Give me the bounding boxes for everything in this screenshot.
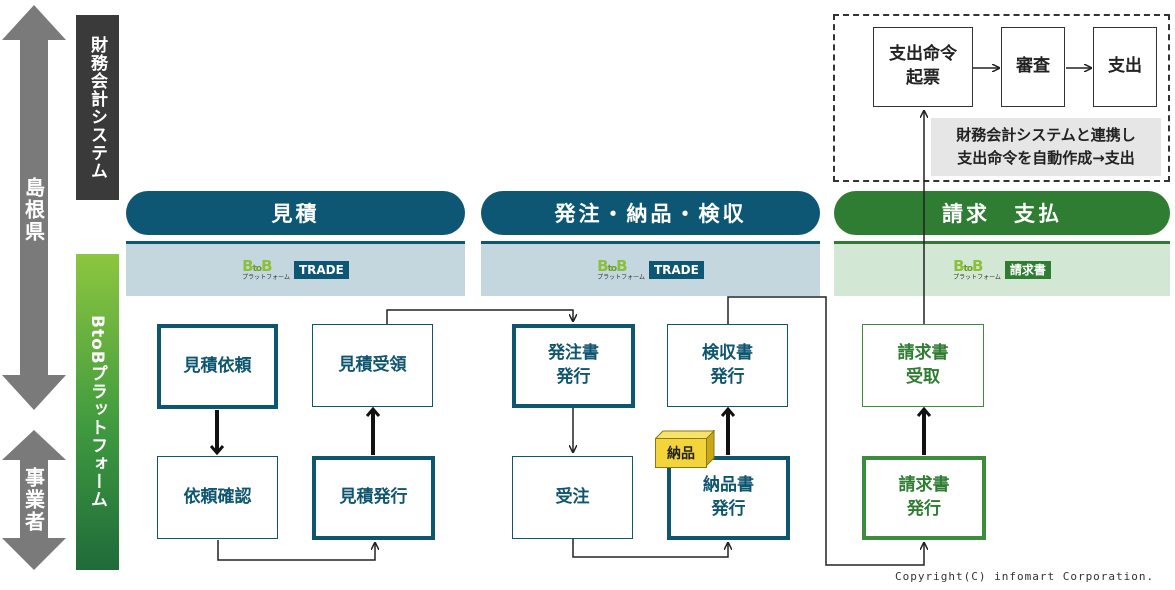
box-payment-order: 支出命令 起票 [873,27,973,107]
phase-quote: 見積 [126,191,465,235]
arrow-accept-delivery [572,539,728,558]
box-quote-receive: 見積受領 [312,324,433,407]
box-invoice-issue: 請求書 発行 [862,456,986,540]
package-icon: 納品 [655,438,707,468]
arrow-confirm-issue [217,540,375,561]
phase-order: 発注・納品・検収 [481,191,820,235]
platform-label: BtoBプラットフォーム [76,254,119,570]
box-invoice-receive: 請求書 受取 [862,324,984,407]
prefecture-label: 島根県 [21,177,46,243]
box-quote-request: 見積依頼 [157,324,278,409]
vendor-arrow [2,430,66,570]
prefecture-arrow [2,5,66,410]
box-quote-issue: 見積発行 [312,456,435,540]
phase-invoice: 請求 支払 [834,191,1170,235]
arrow-receive-order [386,309,573,324]
box-payment: 支出 [1093,27,1157,107]
accounting-system-label: 財務会計システム [76,15,119,200]
trade-badge: TRADE [293,261,349,279]
box-inspection-issue: 検収書 発行 [667,324,788,407]
box-delivery-issue: 納品書 発行 [667,456,790,540]
accounting-system-area [833,14,1170,182]
box-order-issue: 発注書 発行 [512,324,635,408]
box-request-confirm: 依頼確認 [157,456,278,539]
box-review: 審査 [1001,27,1065,107]
side-arrows [2,5,66,570]
vendor-label: 事業者 [21,467,46,533]
arrow-inspection-invoice [727,296,924,566]
invoice-badge: 請求書 [1004,261,1051,279]
box-order-receive: 受注 [512,456,633,539]
accounting-note: 財務会計システムと連携し 支出命令を自動作成→支出 [931,118,1161,176]
copyright: Copyright(C) infomart Corporation. [895,570,1155,583]
trade-badge: TRADE [648,261,704,279]
